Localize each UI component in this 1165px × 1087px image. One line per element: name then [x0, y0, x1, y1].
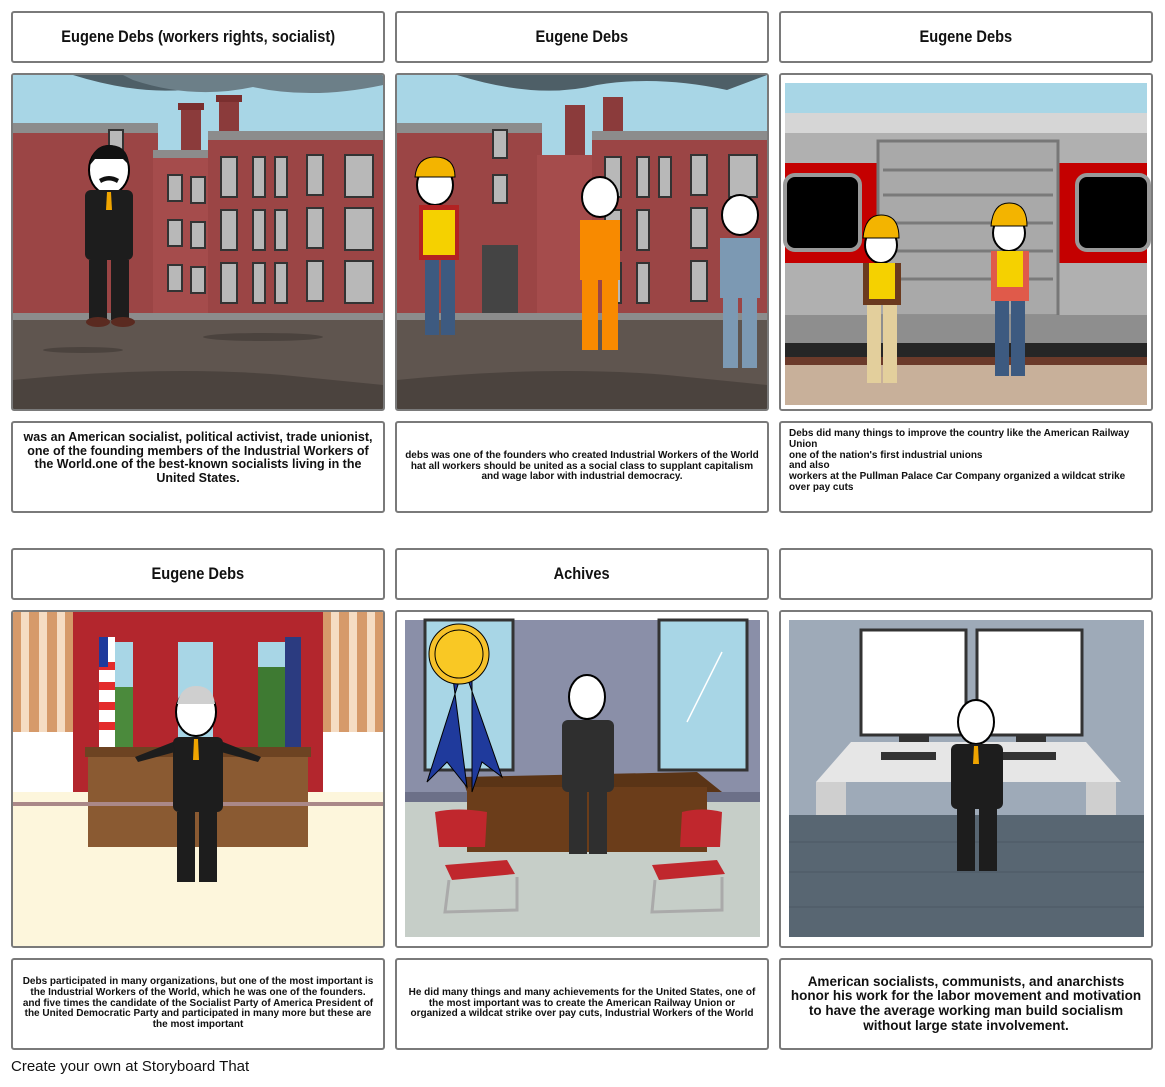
panel-5-title-box: Achives [395, 548, 769, 600]
man-in-dark-suit-figure [562, 674, 614, 854]
oval-office-illustration [13, 612, 383, 946]
man-speaking-figure [951, 699, 1003, 871]
panel-1-scene-factory [11, 73, 385, 411]
panel-1-title: Eugene Debs (workers rights, socialist) [61, 27, 335, 46]
panel-4-title: Eugene Debs [151, 564, 245, 583]
panel-4-title-box: Eugene Debs [11, 548, 385, 600]
panel-5-description-box: He did many things and many achievements… [395, 958, 769, 1050]
red-chair-left-icon [435, 809, 519, 914]
panel-1-description: was an American socialist, political act… [23, 430, 373, 485]
panel-2-description: debs was one of the founders who created… [405, 449, 759, 483]
panel-3-description: Debs did many things to improve the coun… [789, 428, 1130, 493]
panel-4-description: Debs participated in many organizations,… [22, 976, 374, 1031]
panel-5-scene-awards-office [395, 610, 769, 948]
red-chair-right-icon [650, 809, 725, 914]
man-in-suit-figure [85, 145, 135, 327]
man-arms-out-figure [135, 686, 261, 882]
panel-1-title-box: Eugene Debs (workers rights, socialist) [11, 11, 385, 63]
railway-worker-red-shirt-figure [990, 202, 1029, 376]
train-scene-illustration [781, 75, 1151, 409]
computer-office-illustration [781, 612, 1151, 946]
panel-1-description-box: was an American socialist, political act… [11, 421, 385, 513]
panel-2-title-box: Eugene Debs [395, 11, 769, 63]
awards-office-illustration [397, 612, 767, 946]
panel-4-scene-oval-office [11, 610, 385, 948]
railway-worker-tan-pants-figure [862, 214, 901, 383]
panel-5-title: Achives [553, 564, 611, 583]
panel-2-scene-factory-workers [395, 73, 769, 411]
panel-4-description-box: Debs participated in many organizations,… [11, 958, 385, 1050]
panel-6-scene-computer-office [779, 610, 1153, 948]
panel-2-title: Eugene Debs [535, 27, 629, 46]
storyboard-that-footer-link[interactable]: Create your own at Storyboard That [11, 1058, 250, 1075]
award-ribbon-icon [426, 623, 504, 793]
panel-5-description: He did many things and many achievements… [408, 986, 756, 1020]
factory-scene-illustration [13, 75, 383, 409]
worker-blue-uniform-figure [720, 194, 760, 368]
panel-3-scene-train [779, 73, 1153, 411]
panel-6-description-box: American socialists, communists, and ana… [779, 958, 1153, 1050]
panel-6-title-box [779, 548, 1153, 600]
panel-3-description-box: Debs did many things to improve the coun… [779, 421, 1153, 513]
panel-3-title: Eugene Debs [919, 27, 1013, 46]
worker-orange-jumpsuit-figure [580, 176, 620, 350]
panel-2-description-box: debs was one of the founders who created… [395, 421, 769, 513]
panel-3-title-box: Eugene Debs [779, 11, 1153, 63]
panel-6-description: American socialists, communists, and ana… [790, 973, 1142, 1033]
factory-workers-illustration [397, 75, 767, 409]
worker-hardhat-figure [414, 156, 459, 335]
